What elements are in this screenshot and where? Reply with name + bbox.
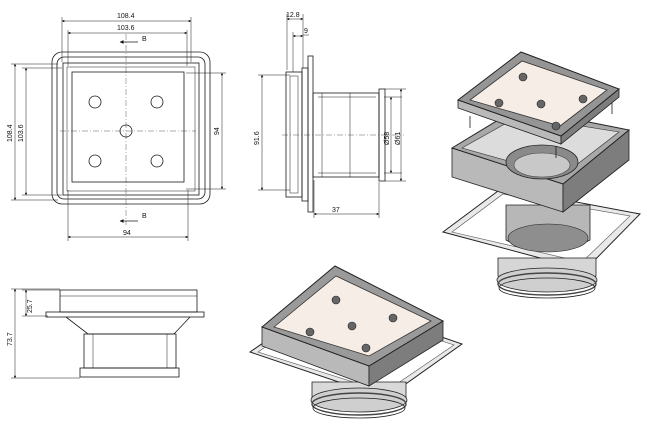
iso-grate-hole	[536, 99, 546, 109]
iso-grate-hole	[361, 343, 371, 353]
isometric-exploded	[441, 51, 642, 299]
dim-side-dia-61: Ø61	[395, 132, 402, 145]
grate-hole	[88, 95, 102, 109]
front-view-frame	[59, 289, 198, 313]
grate-hole	[150, 95, 164, 109]
iso-grate-hole	[578, 94, 588, 104]
dim-side-top-small: 9	[304, 28, 308, 35]
iso-grate-hole	[305, 327, 315, 337]
iso-grate-hole	[347, 321, 357, 331]
top-view-frame	[62, 62, 200, 196]
iso-grate-hole	[331, 295, 341, 305]
top-view-outer-flange	[51, 51, 211, 205]
top-view-grate	[71, 71, 185, 183]
iso-grate-hole	[518, 72, 528, 82]
dim-side-dia-58: Ø58	[384, 132, 391, 145]
section-marker-top: B	[142, 36, 147, 43]
dim-side-top-width: 12.8	[286, 12, 300, 19]
dim-left-outer-height: 108.4	[7, 124, 14, 142]
dim-right-height: 94	[214, 127, 221, 135]
iso-grate-hole	[551, 121, 561, 131]
dim-left-inner-height: 103.6	[18, 124, 25, 142]
dim-side-height: 91.6	[254, 131, 261, 145]
front-view-flange	[45, 311, 205, 318]
grate-hole	[119, 124, 133, 138]
side-view-frame	[285, 71, 303, 198]
grate-hole	[88, 154, 102, 168]
side-view: 12.8 9 91.6 Ø58 Ø61 37	[254, 12, 406, 218]
front-view: 25.7 73.7	[7, 288, 205, 379]
dim-front-total-height: 73.7	[7, 332, 14, 346]
grate-hole	[150, 154, 164, 168]
section-marker-bottom: B	[142, 213, 147, 220]
iso-grate-hole	[494, 98, 504, 108]
dim-front-flange-height: 25.7	[27, 299, 34, 313]
dim-top-inner-width: 103.6	[117, 25, 135, 32]
isometric-assembled	[248, 265, 464, 419]
dim-top-outer-width: 108.4	[117, 13, 135, 20]
front-view-pipe	[83, 333, 177, 369]
top-view: B B 108.4 103.6 108.4 103.6 94 94	[7, 13, 226, 241]
dim-side-length: 37	[332, 207, 340, 214]
iso-grate-hole	[388, 313, 398, 323]
dim-bottom-width: 94	[123, 230, 131, 237]
